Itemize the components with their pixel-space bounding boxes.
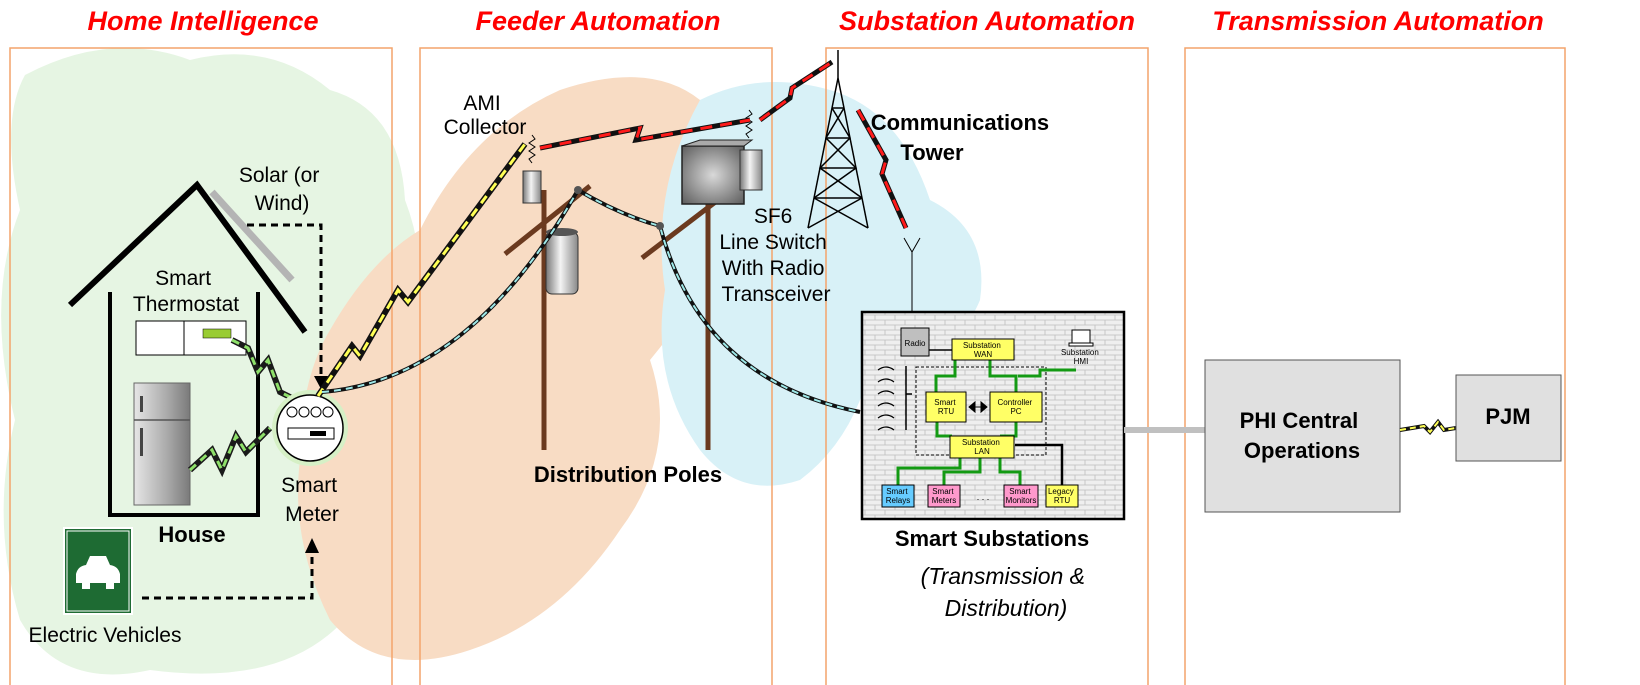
communications-tower-icon: [807, 50, 869, 229]
relays-label: Smart Relays: [886, 487, 910, 505]
lan-box: [949, 435, 1015, 459]
smart-meter-label: Smart Meter: [281, 474, 343, 526]
sf6-switch-icon: [681, 109, 763, 205]
monitors-label: Smart Monitors: [1006, 487, 1037, 505]
ev-to-meter-link: [142, 550, 314, 600]
more-devices-label: . . .: [977, 492, 990, 502]
thermostat-icon: [135, 320, 247, 356]
pjm-box: [1455, 374, 1562, 462]
monitors-box: [1003, 484, 1039, 508]
section-title-home: Home Intelligence: [87, 6, 318, 36]
section-title-transmission: Transmission Automation: [1212, 6, 1544, 36]
ami-collector-label: AMI Collector: [444, 92, 527, 139]
solar-to-meter-link: [247, 223, 323, 380]
smart-meter-icon: [272, 390, 348, 466]
electric-vehicles-label: Electric Vehicles: [29, 624, 182, 647]
bidirectional-arrow-icon: [968, 400, 988, 414]
rtu-box: [925, 391, 967, 423]
relays-box: [881, 484, 915, 508]
circuit-breaker-icon: [877, 366, 895, 431]
hmi-computer-icon: [1068, 329, 1094, 347]
controller-box: [989, 391, 1043, 423]
thermostat-label: Smart Thermostat: [133, 267, 239, 316]
controller-label: Controller PC: [998, 398, 1035, 416]
meters-box: [927, 484, 961, 508]
substation-panel: Radio Substation WAN Substation HMI Smar…: [860, 310, 1126, 521]
sf6-switch-label: SF6 Line Switch With Radio Transceiver: [719, 205, 832, 306]
smart-substations-label: Smart Substations: [895, 526, 1089, 551]
pjm-label: PJM: [1485, 404, 1530, 429]
rtu-label: Smart RTU: [934, 398, 958, 416]
hmi-label: Substation HMI: [1061, 348, 1101, 366]
arrow-icon: [314, 376, 328, 389]
feeder-cloud: [298, 77, 740, 661]
solar-label: Solar (or Wind): [239, 164, 325, 215]
transformer-icon: [545, 228, 579, 295]
section-title-substation: Substation Automation: [839, 6, 1135, 36]
meters-label: Smart Meters: [932, 487, 956, 505]
ami-collector-icon: [522, 134, 542, 204]
transmission-distribution-label: (Transmission & Distribution): [921, 563, 1092, 621]
communications-tower-label: Communications Tower: [871, 110, 1056, 165]
phi-central-operations-label: PHI Central Operations: [1240, 408, 1365, 463]
legacy-rtu-label: Legacy RTU: [1048, 487, 1076, 505]
radio-label: Radio: [905, 339, 926, 348]
house-label: House: [158, 522, 225, 547]
insulator-icon: [574, 186, 582, 194]
wan-label: Substation WAN: [963, 341, 1003, 359]
electric-vehicle-icon: [63, 527, 133, 615]
lan-label: Substation LAN: [962, 438, 1002, 456]
insulator-icon: [656, 222, 664, 230]
section-frames: [9, 47, 1566, 685]
wan-box: [951, 338, 1015, 361]
radio-box: [900, 327, 930, 357]
arrow-icon: [305, 538, 319, 553]
section-title-feeder: Feeder Automation: [475, 6, 720, 36]
distribution-poles-label: Distribution Poles: [534, 462, 722, 487]
house: [67, 180, 308, 517]
solar-panel-icon: [209, 189, 295, 283]
legacy-rtu-box: [1045, 484, 1079, 508]
phi-central-operations-box: [1204, 359, 1401, 513]
fridge-icon: [133, 382, 191, 506]
